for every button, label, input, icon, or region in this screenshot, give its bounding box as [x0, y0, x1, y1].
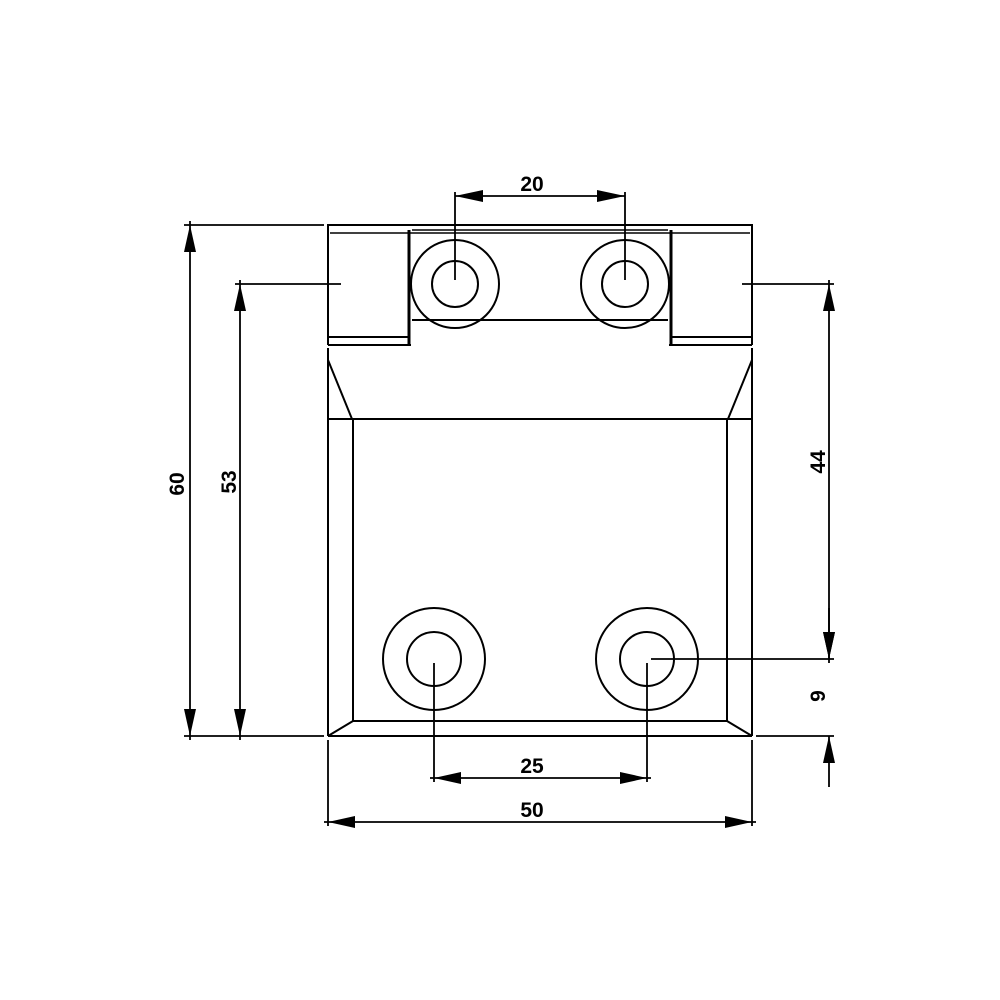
dimension-overall-width [324, 740, 756, 828]
hinge-leaf [327, 348, 753, 737]
dimension-axis-to-bottom [234, 280, 341, 740]
label-hole-to-bottom: 9 [807, 690, 830, 702]
label-axis-to-bottom-hole: 44 [807, 450, 830, 474]
label-bottom-hole-spacing: 25 [520, 755, 544, 778]
hinge-knuckle [327, 224, 753, 346]
label-top-hole-spacing: 20 [520, 173, 543, 196]
dimension-top-hole-spacing [454, 190, 626, 280]
label-axis-to-bottom: 53 [218, 470, 241, 493]
label-overall-height: 60 [166, 472, 189, 495]
dimension-hole-to-bottom [756, 608, 835, 787]
dimension-overall-height [184, 221, 324, 740]
dimension-bottom-hole-spacing [430, 663, 651, 784]
label-overall-width: 50 [520, 799, 543, 822]
